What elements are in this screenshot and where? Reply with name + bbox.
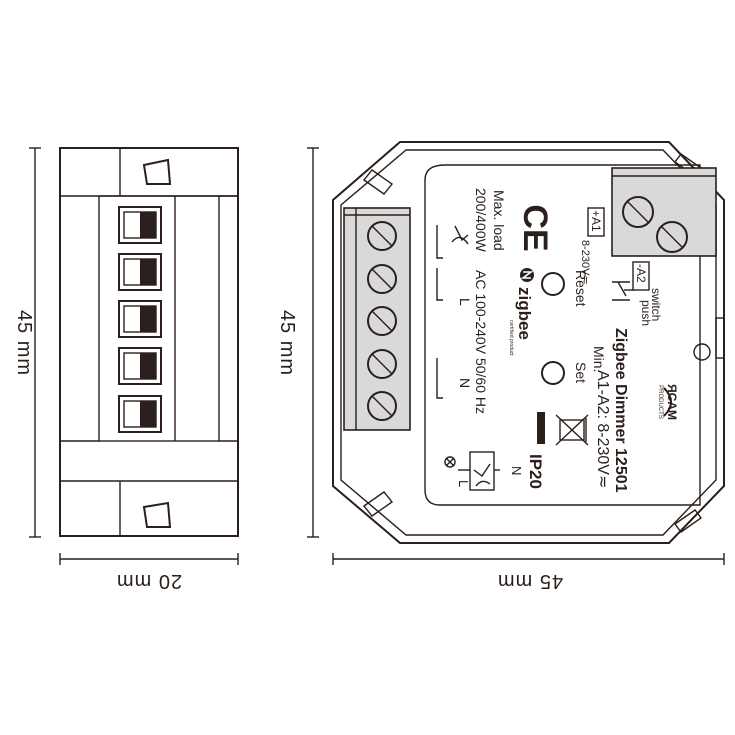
side-terminal-3 xyxy=(118,300,162,338)
side-terminal-2 xyxy=(118,253,162,291)
front-width-label: 45 mm xyxy=(497,570,563,592)
svg-text:PRODUCTS: PRODUCTS xyxy=(657,385,663,419)
set-label: Set xyxy=(573,362,589,383)
side-terminal-block xyxy=(98,195,220,442)
side-height-label: 45 mm xyxy=(13,310,35,376)
svg-text:zigbee: zigbee xyxy=(515,287,534,340)
push-switch-icon xyxy=(612,281,634,301)
input-screw-a1 xyxy=(622,196,654,228)
side-terminal-4 xyxy=(118,347,162,385)
ce-mark: CE xyxy=(516,204,554,251)
product-title: Zigbee Dimmer 12501 xyxy=(612,328,629,493)
side-view: 45 mm 20 xyxy=(13,147,239,592)
main-terminal-block xyxy=(343,207,411,431)
svg-text:certified product: certified product xyxy=(508,320,514,356)
top-clip xyxy=(142,158,172,185)
inputs-label: A1-A2: 8-230V≂ xyxy=(594,370,611,488)
min-set-button[interactable] xyxy=(541,361,565,385)
side-terminal-1 xyxy=(118,206,162,244)
front-height-label: 45 mm xyxy=(276,310,298,376)
max-load-label: Max. load xyxy=(491,190,507,251)
wiring-n-label: N xyxy=(509,466,524,475)
main-screw-2 xyxy=(367,264,397,294)
reset-label: Reset xyxy=(573,270,589,307)
a1-label: +A1 xyxy=(589,210,603,232)
main-screw-1 xyxy=(367,221,397,251)
front-view: 45 mm xyxy=(276,141,725,592)
terminal-l-label: L xyxy=(457,298,473,306)
bottom-clip xyxy=(142,501,172,528)
brand-logo: ЯCAM PRODUCTS xyxy=(657,384,679,420)
housing xyxy=(332,141,725,544)
dimmer-output-icon xyxy=(451,225,469,245)
label-panel xyxy=(424,164,701,506)
main-screw-3 xyxy=(367,306,397,336)
push-label: push xyxy=(639,300,653,326)
terminal-n-label: N xyxy=(457,378,473,388)
supply-label: AC 100-240V 50/60 Hz xyxy=(473,270,489,414)
a2-label: -A2 xyxy=(634,264,648,283)
min-label: Min. xyxy=(591,346,607,372)
svg-text:ЯCAM: ЯCAM xyxy=(665,384,679,420)
input-voltage-label: 8-230V≂ xyxy=(579,240,591,285)
switch-label: switch xyxy=(649,288,663,321)
main-screw-5 xyxy=(367,391,397,421)
input-screw-a2 xyxy=(656,221,688,253)
max-load-value: 200/400W xyxy=(473,188,489,253)
wiring-diagram xyxy=(444,451,500,491)
side-body xyxy=(59,147,239,537)
main-screw-4 xyxy=(367,349,397,379)
side-width-label: 20 mm xyxy=(116,570,182,592)
reset-button[interactable] xyxy=(541,272,565,296)
wiring-l-label: L xyxy=(456,480,471,487)
zigbee-logo: zigbee certified product xyxy=(508,268,534,356)
svg-text:CE: CE xyxy=(516,204,554,251)
ip-rating: IP20 xyxy=(526,454,545,489)
input-terminal-block xyxy=(611,167,717,257)
polarity-bar xyxy=(537,412,545,444)
weee-bin-icon xyxy=(555,414,589,446)
side-terminal-5 xyxy=(118,395,162,433)
